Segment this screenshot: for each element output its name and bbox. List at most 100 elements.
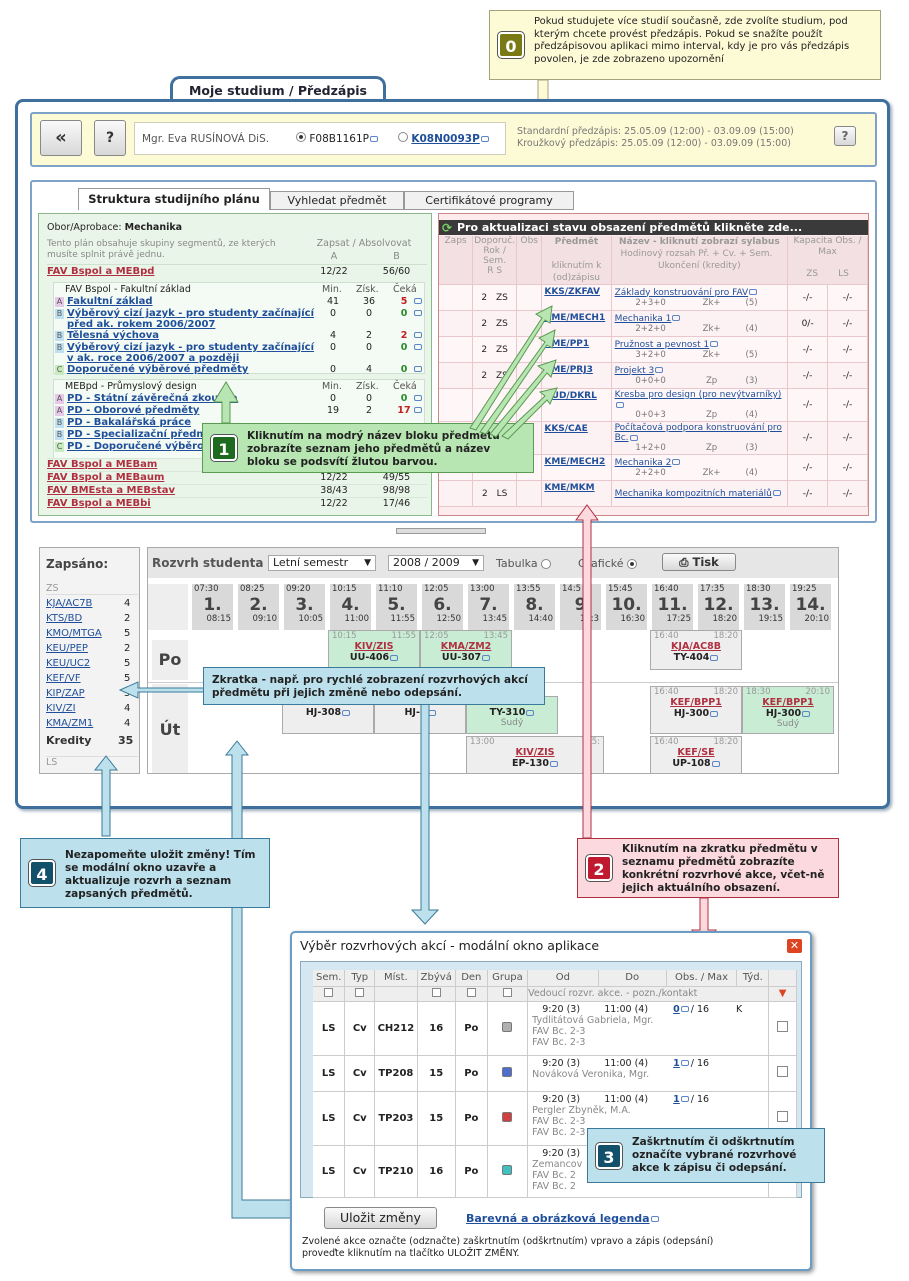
study-option-1[interactable]: F08B1161P <box>296 132 379 145</box>
akce-checkbox[interactable] <box>777 1111 789 1122</box>
view-tabulka[interactable]: Tabulka <box>496 557 552 570</box>
akce-checkbox[interactable] <box>777 1021 789 1032</box>
study-radio-1[interactable] <box>296 132 306 142</box>
zaps-cell[interactable] <box>439 388 474 422</box>
comment-icon[interactable] <box>802 710 811 717</box>
plan-block-link[interactable]: Výběrový cizí jazyk - pro studenty začín… <box>67 308 315 330</box>
comment-icon[interactable] <box>710 710 719 717</box>
comment-icon[interactable] <box>414 395 422 401</box>
refresh-icon[interactable]: ⟳ <box>442 221 453 235</box>
predmet-code-link[interactable]: KME/MECH2 <box>544 457 606 467</box>
zapsano-code-link[interactable]: KEU/UC2 <box>46 658 91 669</box>
comment-icon[interactable] <box>482 654 491 661</box>
predmet-code-link[interactable]: KME/PP1 <box>544 339 590 349</box>
predmet-name-link[interactable]: Základy konstruování pro FAV <box>614 287 749 298</box>
zaps-cell[interactable] <box>439 362 474 389</box>
semester-select[interactable]: Letní semestr▼ <box>268 555 376 571</box>
event-course-link[interactable]: KIV/ZIS <box>515 747 555 758</box>
comment-icon[interactable] <box>526 709 535 716</box>
comment-icon[interactable] <box>680 1006 689 1012</box>
comment-icon[interactable] <box>629 434 638 441</box>
predmet-name-link[interactable]: Mechanika 2 <box>614 457 672 468</box>
event-course-link[interactable]: KEF/SE <box>677 747 715 758</box>
comment-icon[interactable] <box>342 709 351 716</box>
plan-block-link[interactable]: Doporučené výběrové předměty <box>67 364 249 375</box>
comment-icon[interactable] <box>427 709 436 716</box>
plan-block-link[interactable]: PD - Státní závěrečná zkouška <box>67 393 238 404</box>
predmet-name-link[interactable]: Projekt 3 <box>614 365 655 376</box>
comment-icon[interactable] <box>710 341 719 347</box>
interval-help-button[interactable]: ? <box>834 126 856 146</box>
plan-block-link[interactable]: PD - Bakalářská práce <box>67 417 191 428</box>
plan-segment-top[interactable]: FAV Bspol a MEBpd <box>47 266 155 277</box>
predmet-code-link[interactable]: KME/MKM <box>544 483 595 493</box>
comment-icon[interactable] <box>615 401 624 408</box>
event-course-link[interactable]: KIV/ZIS <box>354 641 394 652</box>
comment-icon[interactable] <box>680 1096 689 1102</box>
plan-block-link[interactable]: PD - Doporučené výběro <box>67 441 204 452</box>
zapsano-code-link[interactable]: KTS/BD <box>46 613 83 624</box>
tab-struktura[interactable]: Struktura studijního plánu <box>78 188 270 210</box>
predmet-code-link[interactable]: UUD/DKRL <box>544 391 597 401</box>
comment-icon[interactable] <box>711 760 720 767</box>
plan-block-link[interactable]: PD - Specializační předm <box>67 429 207 440</box>
view-graficke[interactable]: Grafické <box>578 557 638 570</box>
sort-icon[interactable] <box>502 987 512 997</box>
save-changes-button[interactable]: Uložit změny <box>324 1207 437 1229</box>
zaps-cell[interactable] <box>439 480 474 507</box>
comment-icon[interactable] <box>480 136 489 142</box>
sort-icon[interactable] <box>431 987 441 997</box>
predmet-code-link[interactable]: KKS/ZKFAV <box>544 287 600 297</box>
study-2-link[interactable]: K08N0093P <box>411 133 480 145</box>
event-course-link[interactable]: KEF/BPP1 <box>762 697 814 708</box>
comment-icon[interactable] <box>650 1216 659 1222</box>
akce-obs-link[interactable]: 0 <box>673 1003 680 1015</box>
plan-block-link[interactable]: PD - Oborové předměty <box>67 405 200 416</box>
predmet-name-link[interactable]: Mechanika 1 <box>614 313 672 324</box>
akce-obs-link[interactable]: 1 <box>673 1093 680 1105</box>
comment-icon[interactable] <box>672 459 681 465</box>
zaps-cell[interactable] <box>439 336 474 363</box>
help-button[interactable]: ? <box>94 120 126 156</box>
tab-certifikaty[interactable]: Certifikátové programy <box>404 191 574 210</box>
event-course-link[interactable]: KMA/ZM2 <box>440 641 492 652</box>
sort-icon[interactable] <box>466 987 476 997</box>
plan-block-link[interactable]: Tělesná výchova <box>67 330 160 341</box>
plan-segment-link[interactable]: FAV Bspol a MEBaum <box>47 472 165 483</box>
predmet-name-link[interactable]: Pružnost a pevnost 1 <box>614 339 710 350</box>
plan-segment-link[interactable]: FAV Bspol a MEBam <box>47 459 158 470</box>
zaps-cell[interactable] <box>439 310 474 337</box>
splitter-handle[interactable] <box>396 528 486 534</box>
sort-icon[interactable] <box>355 987 365 997</box>
print-button[interactable]: ⎙ Tisk <box>662 553 736 571</box>
back-button[interactable]: « <box>40 120 82 156</box>
akce-checkbox-cell[interactable] <box>768 1055 797 1092</box>
comment-icon[interactable] <box>414 407 422 413</box>
comment-icon[interactable] <box>672 315 681 321</box>
comment-icon[interactable] <box>414 332 422 338</box>
zapsano-code-link[interactable]: KIP/ZAP <box>46 688 85 699</box>
comment-icon[interactable] <box>414 366 422 372</box>
akce-obs-link[interactable]: 1 <box>673 1057 680 1069</box>
predmet-name-link[interactable]: Počítačová podpora konstruování pro Bc. <box>614 423 782 443</box>
event-course-link[interactable]: KEF/BPP1 <box>670 697 722 708</box>
comment-icon[interactable] <box>370 136 379 142</box>
comment-icon[interactable] <box>772 490 781 496</box>
predmet-name-link[interactable]: Mechanika kompozitních materiálů <box>614 488 772 499</box>
zapsano-code-link[interactable]: KIV/ZI <box>46 703 76 714</box>
predmet-code-link[interactable]: KKS/CAE <box>544 424 588 434</box>
akce-checkbox-cell[interactable] <box>768 1001 797 1056</box>
study-radio-2[interactable] <box>398 132 408 142</box>
akce-checkbox[interactable] <box>777 1066 789 1077</box>
main-window-tab[interactable]: Moje studium / Předzápis <box>170 76 386 102</box>
study-option-2[interactable]: K08N0093P <box>398 132 489 145</box>
tab-vyhledat[interactable]: Vyhledat předmět <box>270 191 404 210</box>
comment-icon[interactable] <box>710 654 719 661</box>
plan-block-link[interactable]: Fakultní základ <box>67 296 153 307</box>
plan-segment-link[interactable]: FAV Bspol a MEBbi <box>47 498 151 509</box>
zapsano-code-link[interactable]: KJA/AC7B <box>46 598 93 609</box>
